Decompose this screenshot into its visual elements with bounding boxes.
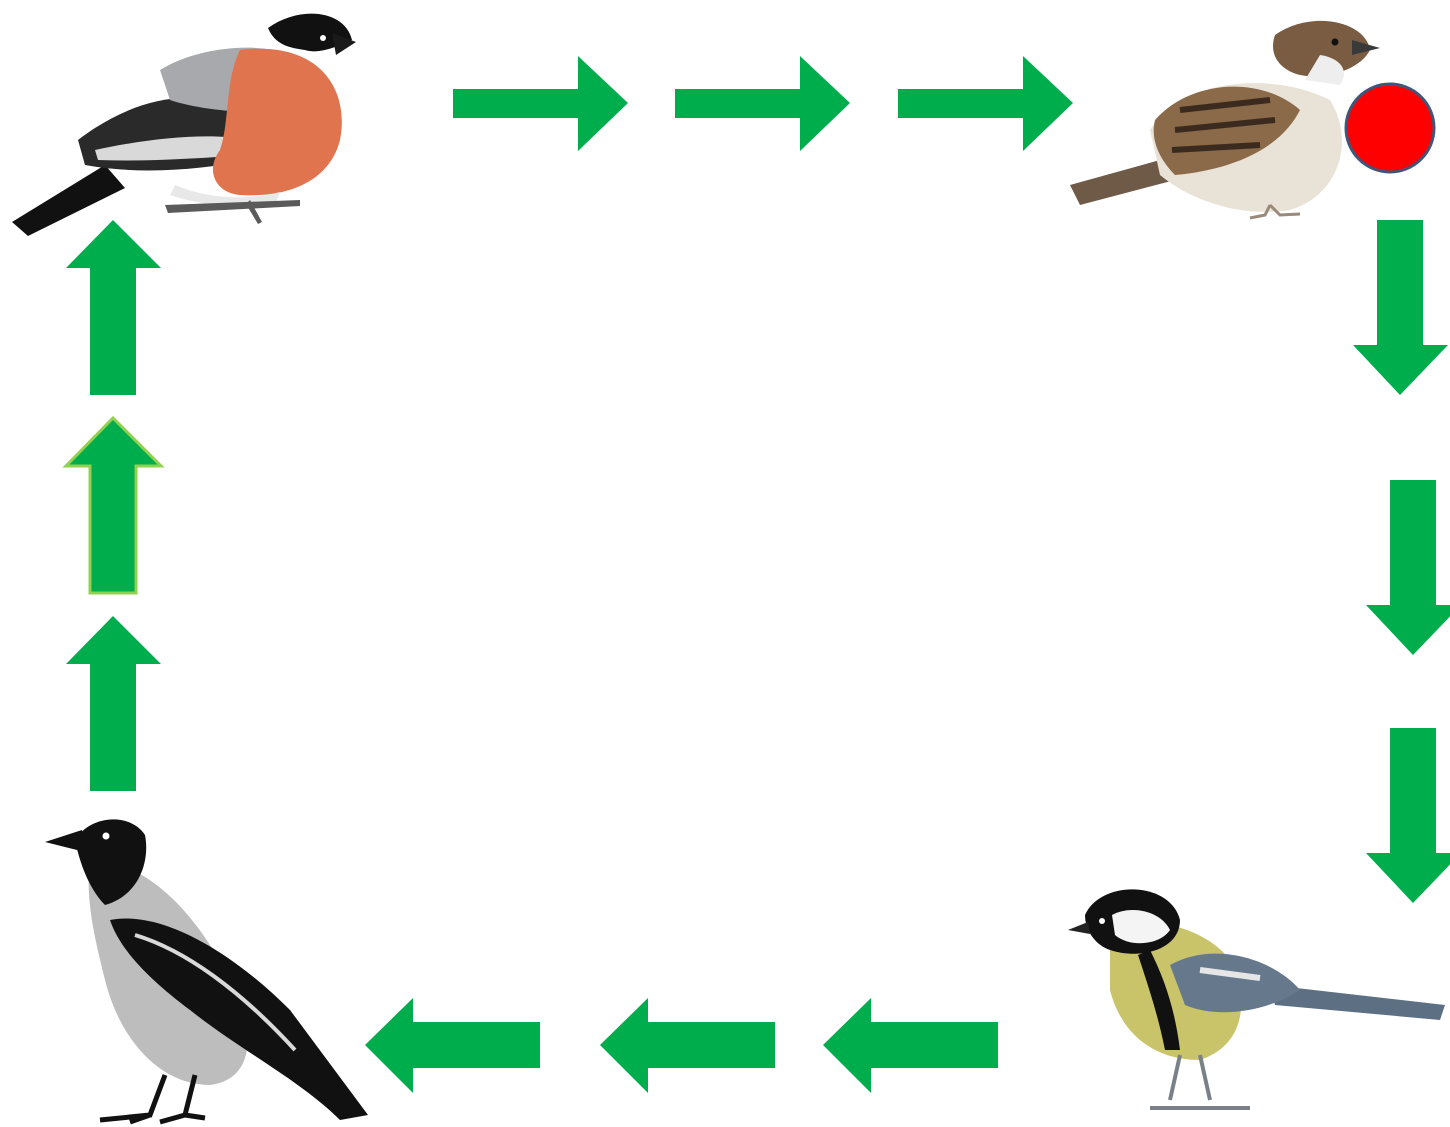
arrow-left-3-icon (365, 998, 540, 1093)
arrow-left-2-icon (600, 998, 775, 1093)
hooded-crow-bird-icon (45, 819, 368, 1122)
arrow-down-3-icon (1366, 728, 1450, 903)
arrow-down-2-icon (1366, 480, 1450, 655)
bullfinch-bird-icon (12, 14, 356, 236)
arrow-right-2-icon (675, 56, 850, 151)
arrow-group (66, 56, 1450, 1093)
arrow-left-1-icon (823, 998, 998, 1093)
arrow-right-3-icon (898, 56, 1073, 151)
arrow-up-1-icon (66, 616, 161, 791)
sparrow-bird-icon (1070, 21, 1380, 218)
arrow-down-1-icon (1353, 220, 1448, 395)
arrow-right-1-icon (453, 56, 628, 151)
red-dot-marker-icon (1346, 84, 1434, 172)
great-tit-bird-icon (1068, 889, 1445, 1108)
arrow-up-2-icon (66, 418, 161, 593)
arrow-up-3-icon (66, 220, 161, 395)
